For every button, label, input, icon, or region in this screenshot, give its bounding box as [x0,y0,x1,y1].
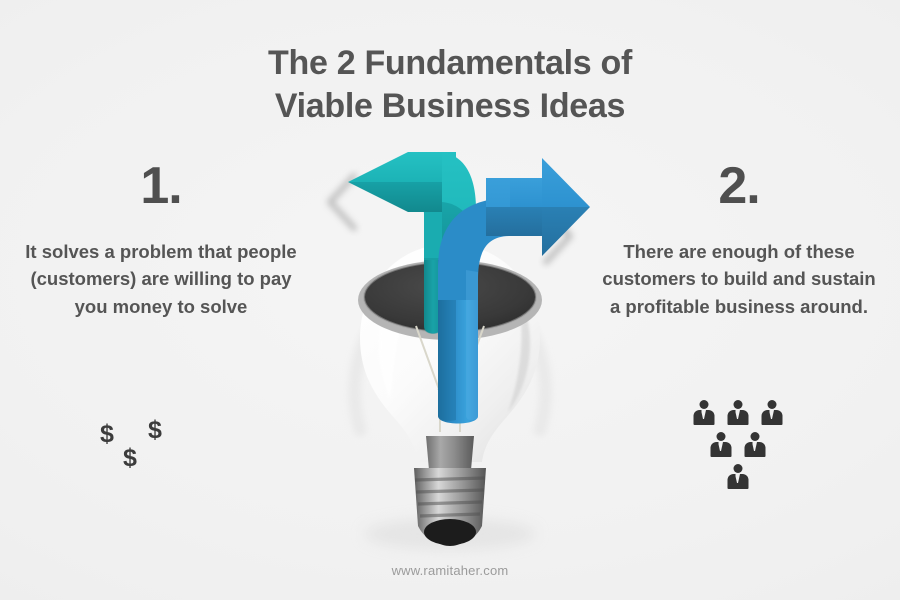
fundamental-text-1: It solves a problem that people (custome… [25,241,297,317]
person-icon [726,400,749,426]
dollar-sign-icon: $ [123,444,137,472]
person-collar [769,410,774,419]
person-head [699,400,708,409]
footer-url: www.ramitaher.com [391,563,509,578]
fundamental-column-1: 1. It solves a problem that people (cust… [16,160,306,320]
person-icon [760,400,783,426]
person-collar [735,410,740,419]
person-icon [692,400,715,426]
person-head [716,432,725,441]
page-title: The 2 Fundamentals of Viable Business Id… [0,42,900,128]
people-group-icon [690,400,800,498]
title-line-2: Viable Business Ideas [274,86,626,125]
dollar-sign-icon: $ [100,420,114,448]
dollar-signs-icon: $ $ $ [86,414,196,500]
person-head [767,400,776,409]
person-icon [743,432,766,458]
title-line-1: The 2 Fundamentals of [268,44,632,82]
person-collar [718,442,723,451]
person-icon [709,432,732,458]
person-collar [735,474,740,483]
lightbulb-base [414,436,486,546]
dollar-sign-icon: $ [148,416,162,444]
fundamental-text-2: There are enough of these customers to b… [602,241,876,317]
fundamental-number-1: 1. [140,157,182,215]
arrow-right-blue [438,158,590,424]
person-icon [726,464,749,490]
person-collar [752,442,757,451]
person-collar [701,410,706,419]
fundamental-number-2: 2. [718,157,760,215]
fundamental-column-2: 2. There are enough of these customers t… [594,160,884,320]
person-head [750,432,759,441]
chevron-left-ghost-icon [327,173,357,231]
person-head [733,400,742,409]
lightbulb-with-two-arrows-icon [290,140,610,560]
person-head [733,464,742,473]
